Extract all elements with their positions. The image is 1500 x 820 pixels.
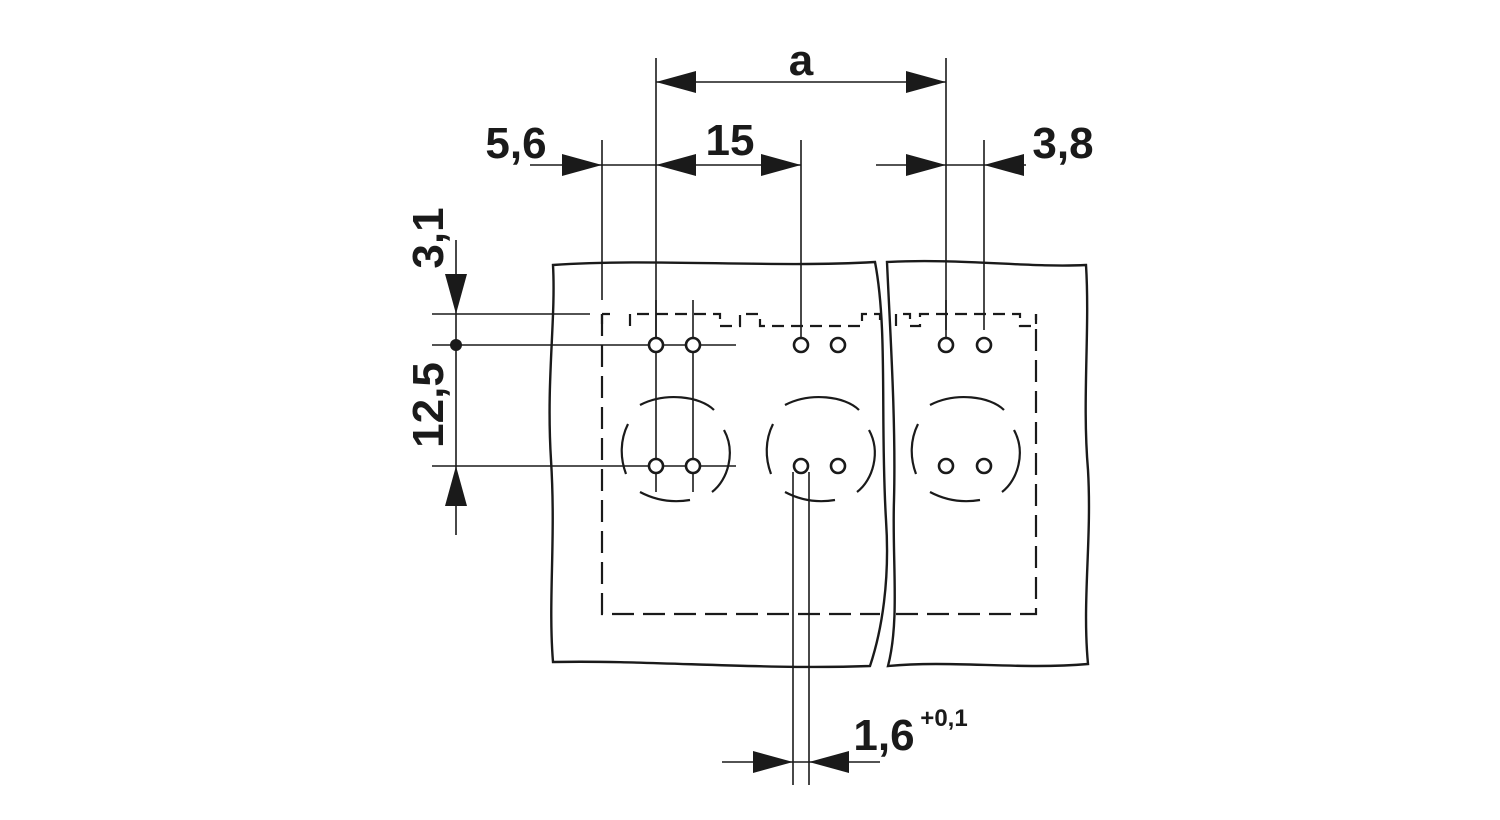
label-1-6-tolerance: +0,1 — [920, 705, 967, 732]
hidden-outline-right — [896, 314, 1038, 616]
arrow-1-6-left — [753, 751, 793, 773]
label-12-5: 12,5 — [404, 362, 453, 448]
hidden-outline-left — [600, 314, 880, 616]
socket-arcs — [620, 396, 1021, 503]
label-15: 15 — [706, 116, 755, 165]
dimension-labels: a 5,6 15 3,8 3,1 12,5 1,6 +0,1 — [404, 36, 1094, 760]
socket-arc-3 — [910, 396, 1021, 503]
label-5-6: 5,6 — [485, 119, 546, 168]
hole-r2-c3 — [792, 457, 810, 475]
label-3-1: 3,1 — [404, 207, 453, 268]
hole-r2-c4 — [829, 457, 847, 475]
arrow-12-5 — [445, 466, 467, 506]
arrow-15-right — [761, 154, 801, 176]
hole-r1-c5 — [937, 336, 955, 354]
board-left-section — [548, 260, 889, 669]
hole-r1-c1 — [647, 336, 665, 354]
dimension-lines — [445, 71, 1026, 773]
hidden-top-notches — [600, 312, 1038, 328]
arrow-a-left — [656, 71, 696, 93]
label-1-6: 1,6 — [853, 711, 914, 760]
board-outline — [548, 259, 1091, 669]
label-a: a — [789, 36, 814, 85]
hole-r2-c1 — [647, 457, 665, 475]
arrow-3-8-right — [984, 154, 1024, 176]
hole-r1-c2 — [684, 336, 702, 354]
board-right-section — [885, 259, 1091, 668]
hole-r2-c5 — [937, 457, 955, 475]
socket-arc-1 — [620, 396, 731, 503]
drill-holes — [647, 336, 993, 475]
hole-r1-c6 — [975, 336, 993, 354]
dim-origin-dot — [450, 339, 462, 351]
hole-r1-c4 — [829, 336, 847, 354]
arrow-3-1 — [445, 274, 467, 314]
arrow-1-6-right — [809, 751, 849, 773]
hidden-housing-outline — [600, 312, 1038, 616]
hole-r2-c6 — [975, 457, 993, 475]
arrow-a-right — [906, 71, 946, 93]
label-3-8: 3,8 — [1032, 119, 1093, 168]
arrow-5-6 — [562, 154, 602, 176]
hole-r2-c2 — [684, 457, 702, 475]
hole-r1-c3 — [792, 336, 810, 354]
socket-arc-2 — [765, 396, 876, 503]
arrow-15-left — [656, 154, 696, 176]
arrow-3-8-left — [906, 154, 946, 176]
